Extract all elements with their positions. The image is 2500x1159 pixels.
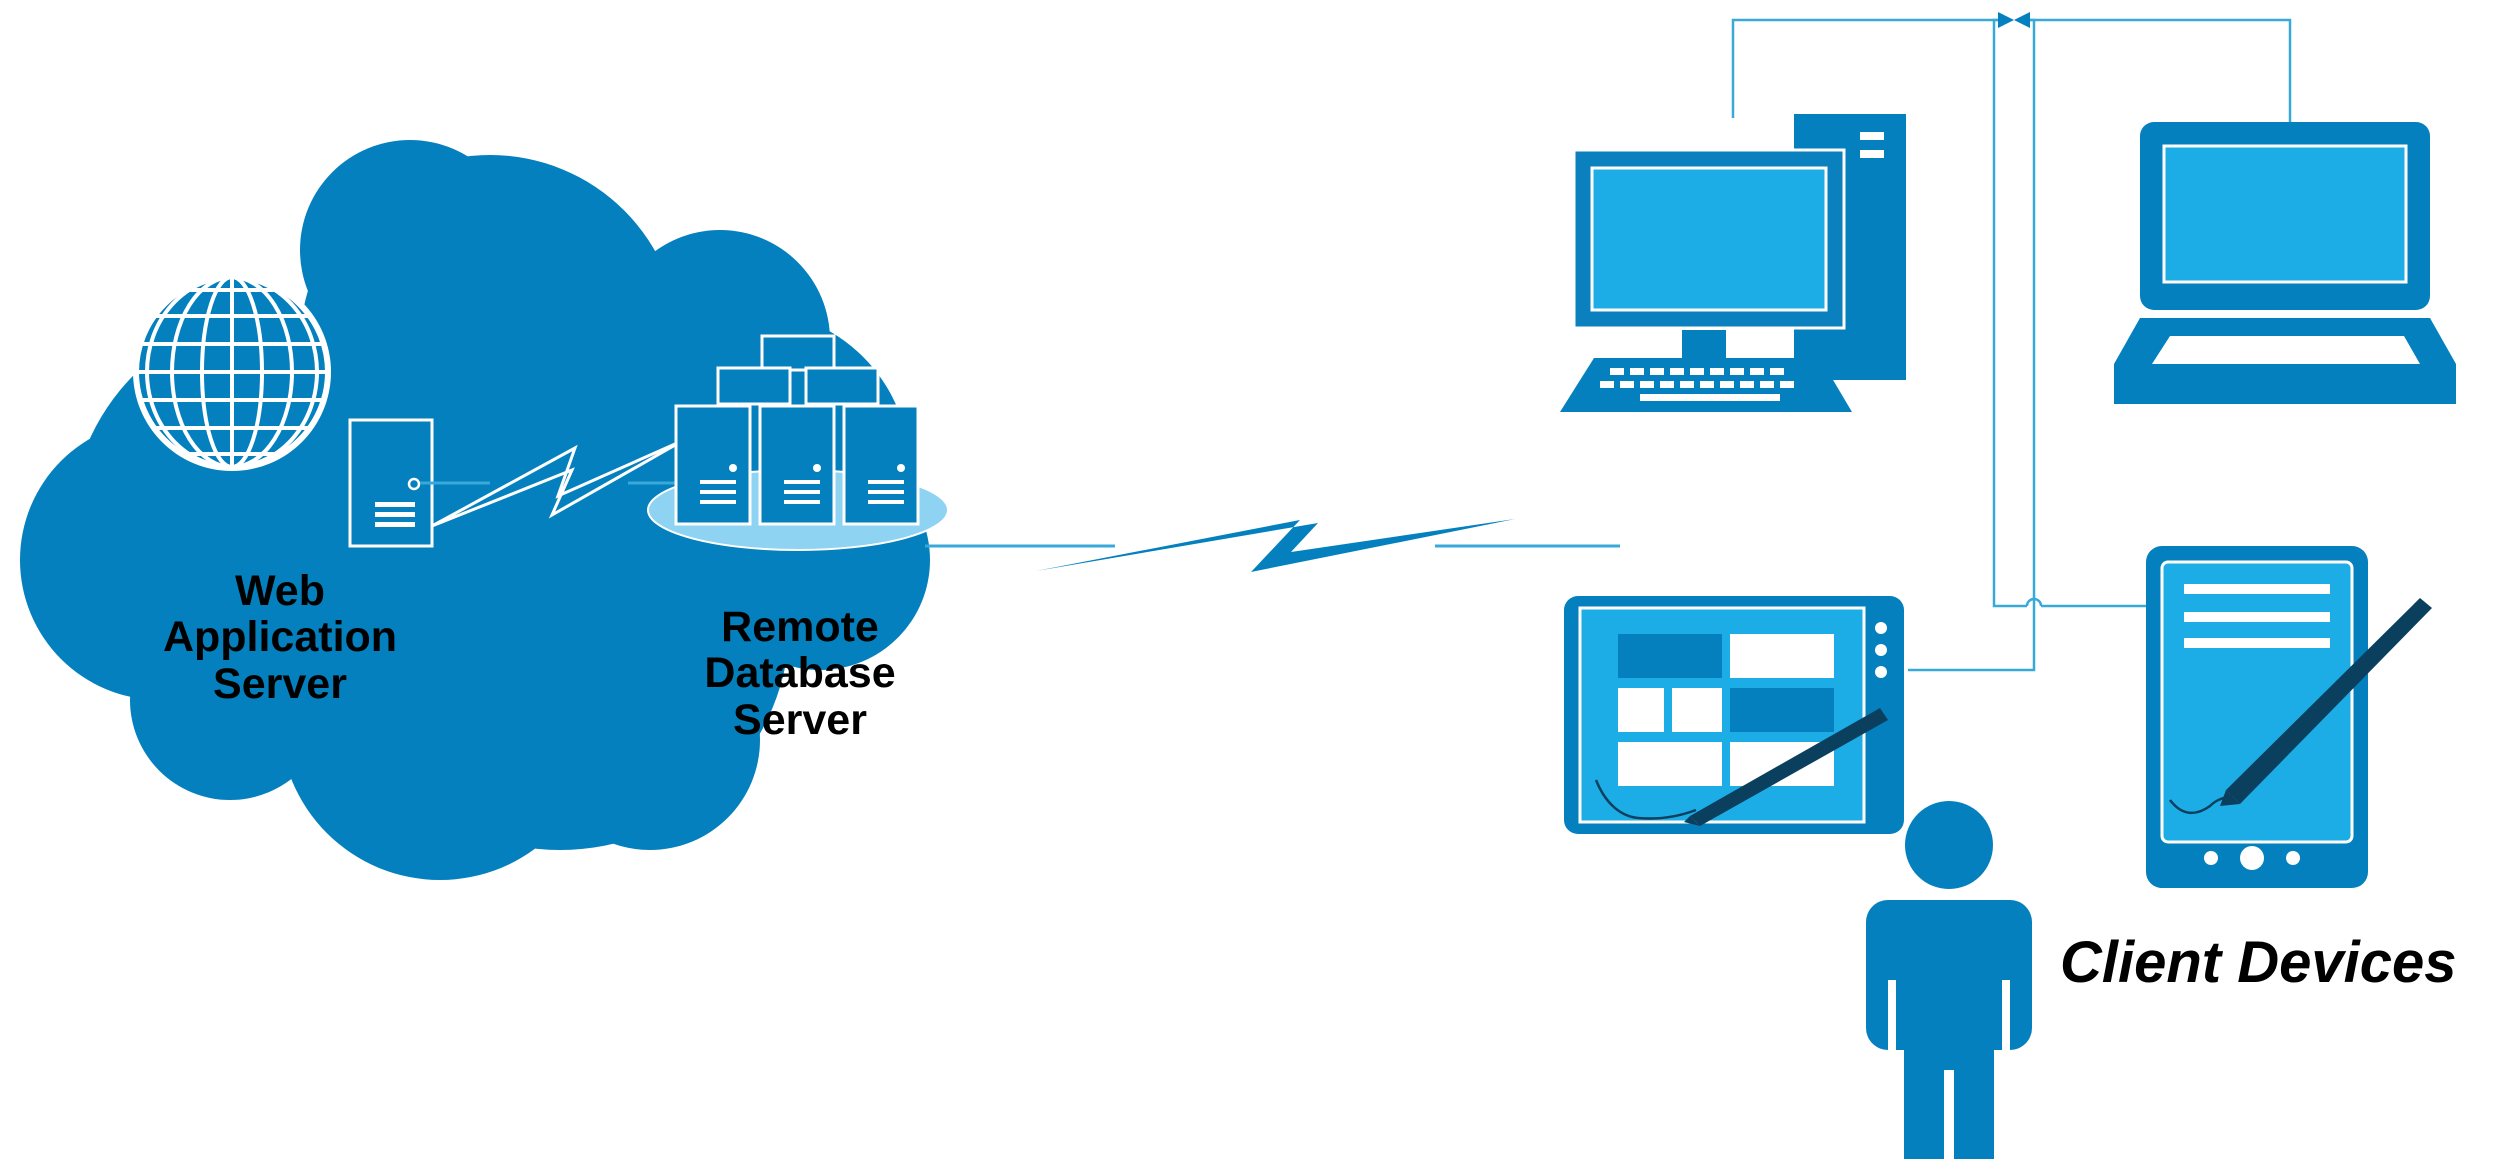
db-server-label-line-2: Database xyxy=(704,649,896,698)
desktop-computer-icon xyxy=(1560,114,1906,412)
web-server-label-line-2: Application xyxy=(162,613,398,662)
web-server-label-line-1: Web xyxy=(235,567,325,615)
globe-icon xyxy=(133,273,331,471)
client-devices-label: Client Devices xyxy=(2060,930,2457,995)
db-server-label-line-3: Server xyxy=(733,695,867,744)
web-server-label-line-3: Server xyxy=(213,659,347,708)
db-server-label-line-1: Remote xyxy=(721,603,879,651)
web-application-server-label: Web Application Server xyxy=(130,567,430,708)
server-icon xyxy=(348,418,434,548)
laptop-icon xyxy=(2114,122,2456,404)
tablet-icon xyxy=(1564,596,1904,834)
person-icon xyxy=(1866,801,2032,1159)
lightning-link-icon xyxy=(925,519,1620,572)
client-network-lines xyxy=(1731,12,2292,672)
remote-database-server-label: Remote Database Server xyxy=(650,603,950,744)
smartphone-icon xyxy=(2146,546,2432,888)
server-rack-icon xyxy=(647,334,949,551)
